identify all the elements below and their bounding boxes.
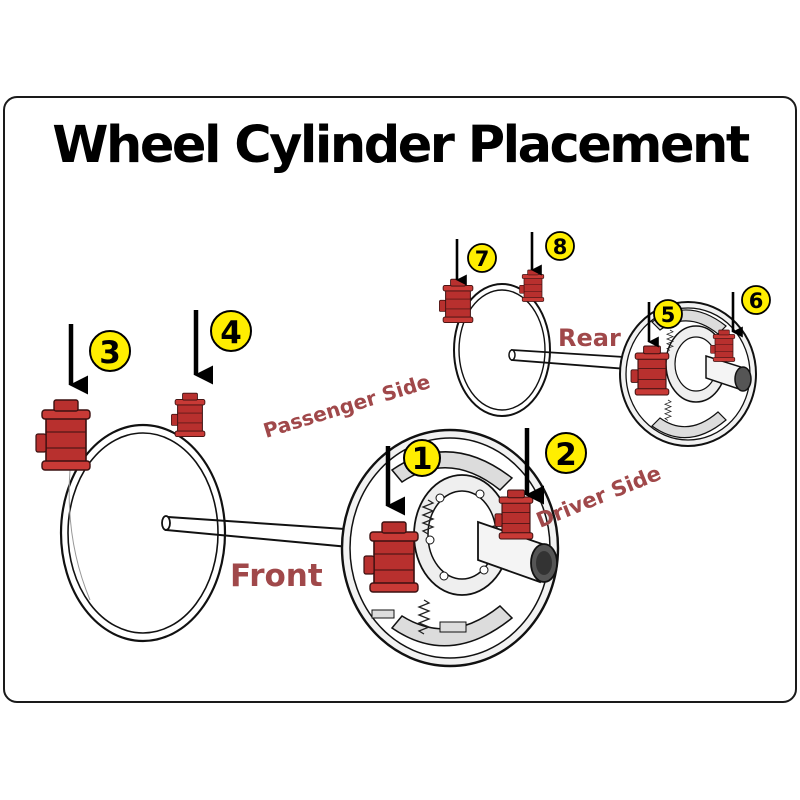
cylinder-3 — [35, 399, 91, 471]
front-driver-backing-plate — [340, 428, 560, 668]
svg-text:7: 7 — [475, 247, 490, 271]
svg-text:8: 8 — [553, 235, 568, 259]
marker-7: 7 — [467, 243, 497, 273]
front-label: Front — [230, 558, 323, 594]
rear-label: Rear — [558, 324, 621, 352]
svg-text:3: 3 — [99, 335, 121, 371]
marker-8: 8 — [545, 231, 575, 261]
svg-text:5: 5 — [661, 303, 676, 327]
pointer-arrows — [68, 310, 545, 516]
front-axle — [59, 423, 560, 668]
cylinder-4 — [170, 392, 206, 438]
marker-4: 4 — [210, 310, 252, 352]
driver-side-label: Driver Side — [533, 461, 665, 533]
svg-text:4: 4 — [220, 315, 242, 351]
marker-2: 2 — [545, 432, 587, 474]
svg-text:1: 1 — [412, 442, 433, 477]
front-passenger-drum — [59, 423, 227, 643]
marker-6: 6 — [741, 285, 771, 315]
pointer-arrows-rear — [455, 232, 743, 348]
diagram-title: Wheel Cylinder Placement — [52, 116, 750, 175]
marker-1: 1 — [403, 439, 441, 477]
svg-text:6: 6 — [749, 289, 764, 313]
marker-3: 3 — [89, 330, 131, 372]
cylinder-7 — [438, 278, 474, 324]
marker-5: 5 — [653, 299, 683, 329]
rear-passenger-drum — [453, 283, 551, 417]
passenger-side-label: Passenger Side — [260, 369, 433, 443]
rear-axle — [453, 283, 757, 447]
svg-text:2: 2 — [555, 437, 577, 473]
